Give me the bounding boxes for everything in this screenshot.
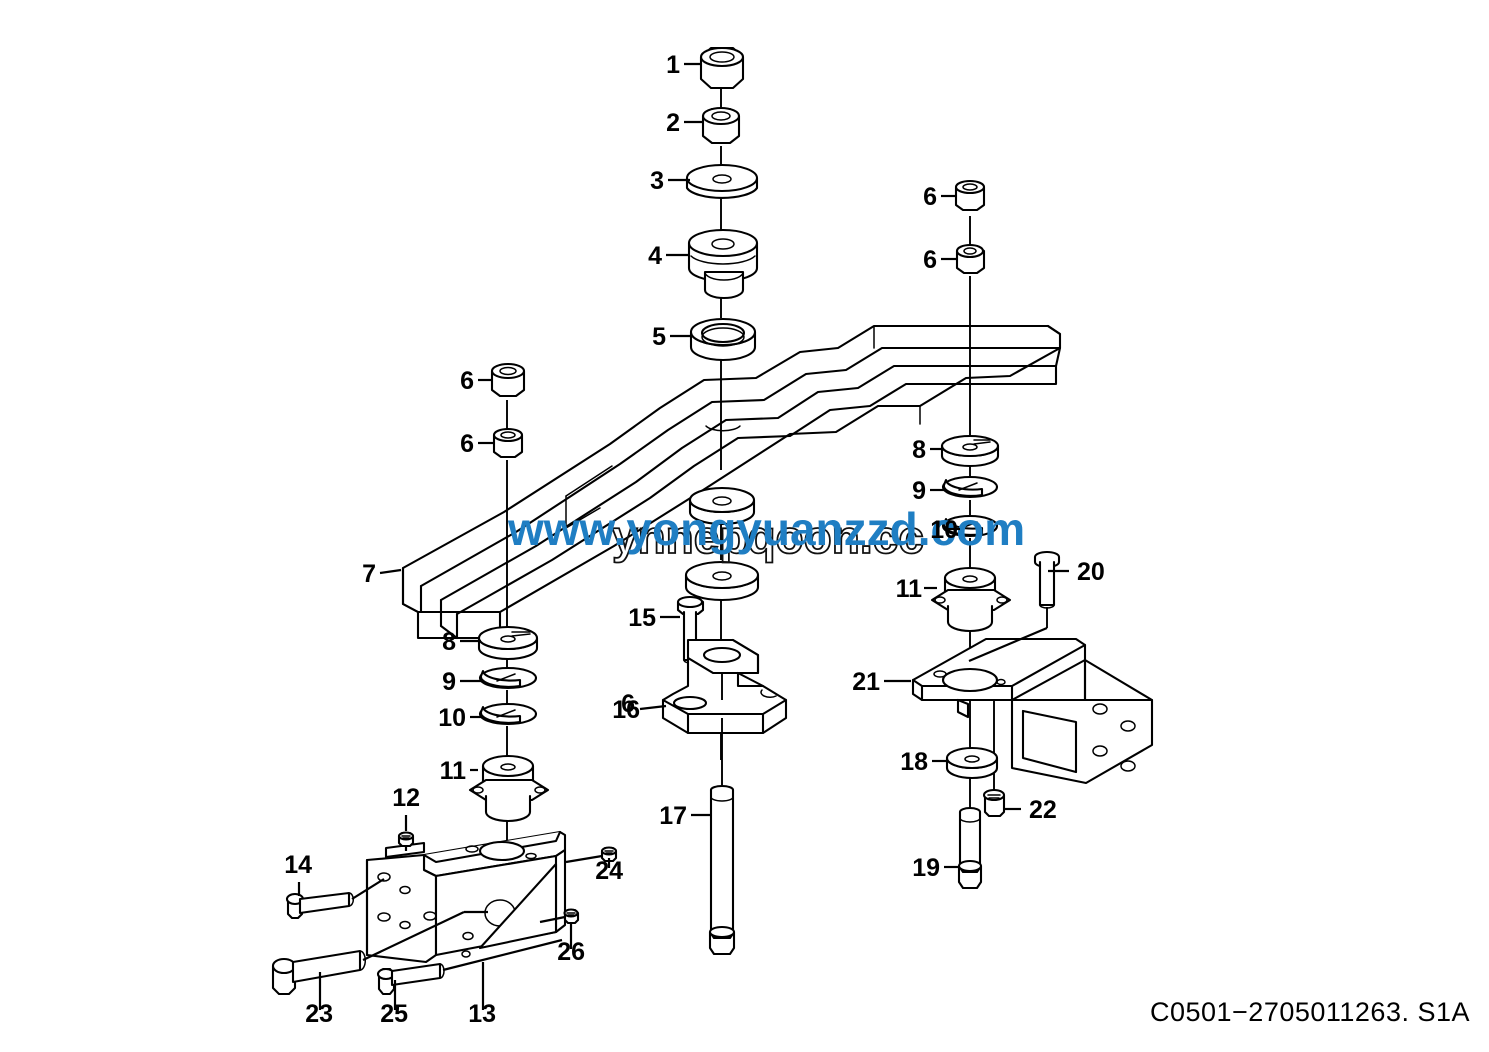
watermark-outline: ynnepqoon.cc [612, 511, 924, 563]
part-14-bolt [285, 878, 385, 920]
callout-12: 12 [392, 784, 420, 812]
callout-9-right: 9 [912, 477, 926, 505]
part-4-rubber-isolator [687, 228, 759, 300]
callout-25: 25 [380, 1000, 408, 1028]
callout-22: 22 [1029, 796, 1057, 824]
part-6-hex-nut-left-upper [490, 362, 526, 398]
part-7-frame-cross-member [401, 324, 1062, 640]
part-9-spring-washer-right [941, 475, 999, 499]
watermark-layer: ynnepqoon.cc www.yongyuanzzd.com [507, 503, 1025, 564]
callout-18: 18 [900, 748, 928, 776]
part-2-hex-lock-nut [701, 106, 741, 145]
callout-8-right: 8 [912, 436, 926, 464]
callout-21: 21 [852, 668, 880, 696]
callout-9-left: 9 [442, 668, 456, 696]
callout-2: 2 [666, 109, 680, 137]
center-top-stack [685, 46, 759, 760]
part-24-small-nut [600, 846, 618, 863]
part-18-flat-washer [945, 746, 999, 780]
part-6-hex-nut-left-lower [492, 427, 524, 459]
callout-6-left-lower: 6 [460, 430, 474, 458]
callout-6-right-upper: 6 [923, 183, 937, 211]
callout-26: 26 [557, 938, 585, 966]
callout-6-left-upper: 6 [460, 367, 474, 395]
callout-11-left: 11 [440, 757, 467, 785]
part-number-label: C0501−2705011263. S1A [1150, 997, 1470, 1027]
callout-8-left: 8 [442, 628, 456, 656]
part-20-round-head-bolt [968, 550, 1061, 663]
center-washer-upper [688, 486, 756, 526]
part-6-hex-nut-right-upper [954, 179, 986, 212]
part-21-right-bracket [911, 637, 1154, 785]
watermark-blue: www.yongyuanzzd.com [507, 503, 1025, 555]
part-12-small-nut [397, 831, 415, 848]
callout-7: 7 [362, 560, 376, 588]
left-fastener-column [468, 362, 550, 840]
part-5-spacer-ring [689, 317, 757, 362]
part-13-left-bracket [365, 830, 567, 964]
callout-leaders [297, 62, 1069, 1010]
callout-3: 3 [650, 167, 664, 195]
part-11-mount-cushion-left [468, 754, 550, 823]
callout-24: 24 [595, 857, 623, 885]
part-17-long-bolt [708, 784, 736, 956]
part-19-long-bolt [957, 806, 983, 890]
callout-10-right: 10 [930, 516, 958, 544]
part-1-hex-nut [699, 46, 745, 90]
part-6-hex-nut-right-lower [955, 243, 986, 275]
part-23-bolt [271, 910, 488, 996]
part-10-spring-washer-right [941, 514, 999, 538]
callout-1: 1 [666, 51, 680, 79]
part-9-spring-washer-left [478, 666, 538, 690]
callout-6-right-lower: 6 [923, 246, 937, 274]
callout-17: 17 [659, 802, 687, 830]
part-26-small-nut [563, 908, 580, 925]
callout-5: 5 [652, 323, 666, 351]
callout-19: 19 [912, 854, 940, 882]
callout-numbers: 1 2 3 4 5 6 6 6 6 6 7 8 9 10 11 8 9 10 1… [284, 51, 1105, 1028]
part-22-hex-nut [982, 700, 1006, 818]
part-10-spring-washer-left [478, 702, 538, 726]
part-3-flat-washer [685, 163, 759, 200]
center-mid-washers [684, 486, 760, 602]
callout-13: 13 [468, 1000, 496, 1028]
callout-16: 16 [612, 696, 640, 724]
callout-15: 15 [628, 604, 656, 632]
part-16-support-block [661, 638, 788, 785]
callout-4: 4 [648, 242, 662, 270]
callout-20: 20 [1077, 558, 1105, 586]
part-25-bolt [376, 938, 563, 996]
callout-23: 23 [305, 1000, 333, 1028]
part-11-mount-cushion-right [930, 566, 1012, 633]
callout-6-center: 6 [621, 690, 635, 718]
center-washer-lower [684, 560, 760, 602]
part-8-flat-washer-left [477, 625, 539, 661]
callout-11-right: 11 [896, 575, 923, 603]
callout-14: 14 [284, 851, 312, 879]
part-8-flat-washer-right [940, 434, 1000, 468]
callout-10-left: 10 [438, 704, 466, 732]
right-fastener-column [930, 179, 1012, 812]
